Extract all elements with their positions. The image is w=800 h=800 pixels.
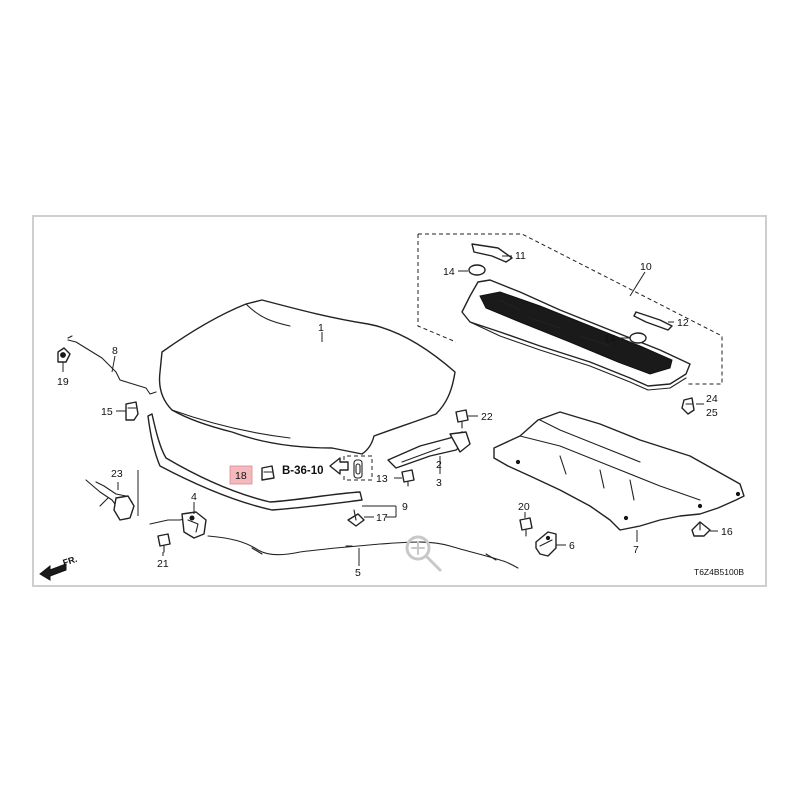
callout-4: 4 [191,491,197,503]
hood-hinge[interactable] [387,431,471,469]
rod-holder-15[interactable] [125,401,139,421]
callout-7: 7 [633,544,639,556]
latch-bracket-6[interactable] [535,531,557,557]
callout-14-upper: 14 [443,266,455,278]
callout-19: 19 [57,376,69,388]
callout-15: 15 [101,406,113,418]
callout-21: 21 [157,558,169,570]
bolt-20[interactable] [519,517,533,537]
callout-2: 2 [436,459,442,471]
callout-16: 16 [721,526,733,538]
bolt-13[interactable] [401,469,415,487]
cowl-group-outline [418,233,723,385]
grommet-16[interactable] [691,521,711,537]
clip-17[interactable] [347,509,365,527]
callout-22: 22 [481,411,493,423]
rod-holder-grommet[interactable] [57,347,71,363]
clip-24-25[interactable] [681,397,695,415]
cowl-group-outline-left [417,234,457,343]
callout-8: 8 [112,345,118,357]
callout-6: 6 [569,540,575,552]
callout-23: 23 [111,468,123,480]
hood-latch[interactable] [149,511,207,539]
callout-3: 3 [436,477,442,489]
callout-9: 9 [402,501,408,513]
bolt-22[interactable] [455,409,469,429]
reference-dashed-box [343,455,373,481]
reference-arrow-icon [329,457,349,475]
zoom-in-icon[interactable] [405,535,442,572]
reference-label: B-36-10 [282,465,324,477]
front-arrow-icon [39,563,67,581]
callout-14-lower: 14 [604,333,616,345]
hood-latch-lever-23[interactable] [85,479,135,521]
hood-panel[interactable] [158,299,456,455]
cap-14-upper[interactable] [468,264,486,276]
diagram-code: T6Z4B5100B [694,567,744,577]
callout-12: 12 [677,317,689,329]
hood-release-cable[interactable] [207,535,519,569]
front-label: FR. [62,554,79,568]
callout-20: 20 [518,501,530,513]
cowl-seal-12[interactable] [633,311,673,331]
cowl-top-cover[interactable] [461,279,691,391]
callout-18: 18 [235,470,247,482]
callout-24: 24 [706,393,718,405]
bulkhead-cover-panel[interactable] [493,411,745,531]
cowl-seal-11[interactable] [471,243,513,263]
callout-1: 1 [318,322,324,334]
callout-25: 25 [706,407,718,419]
callout-13: 13 [376,473,388,485]
bolt-21[interactable] [157,533,171,553]
hood-seal-strip[interactable] [147,413,363,511]
hood-bumper-rubber[interactable] [261,465,275,481]
callout-11: 11 [515,250,526,262]
callout-5: 5 [355,567,361,579]
grommet [353,459,363,479]
callout-10: 10 [640,261,652,273]
hood-support-rod[interactable] [67,335,157,395]
callout-18-highlight [229,465,253,485]
callout-17: 17 [376,512,388,524]
cap-14-lower[interactable] [629,332,647,344]
